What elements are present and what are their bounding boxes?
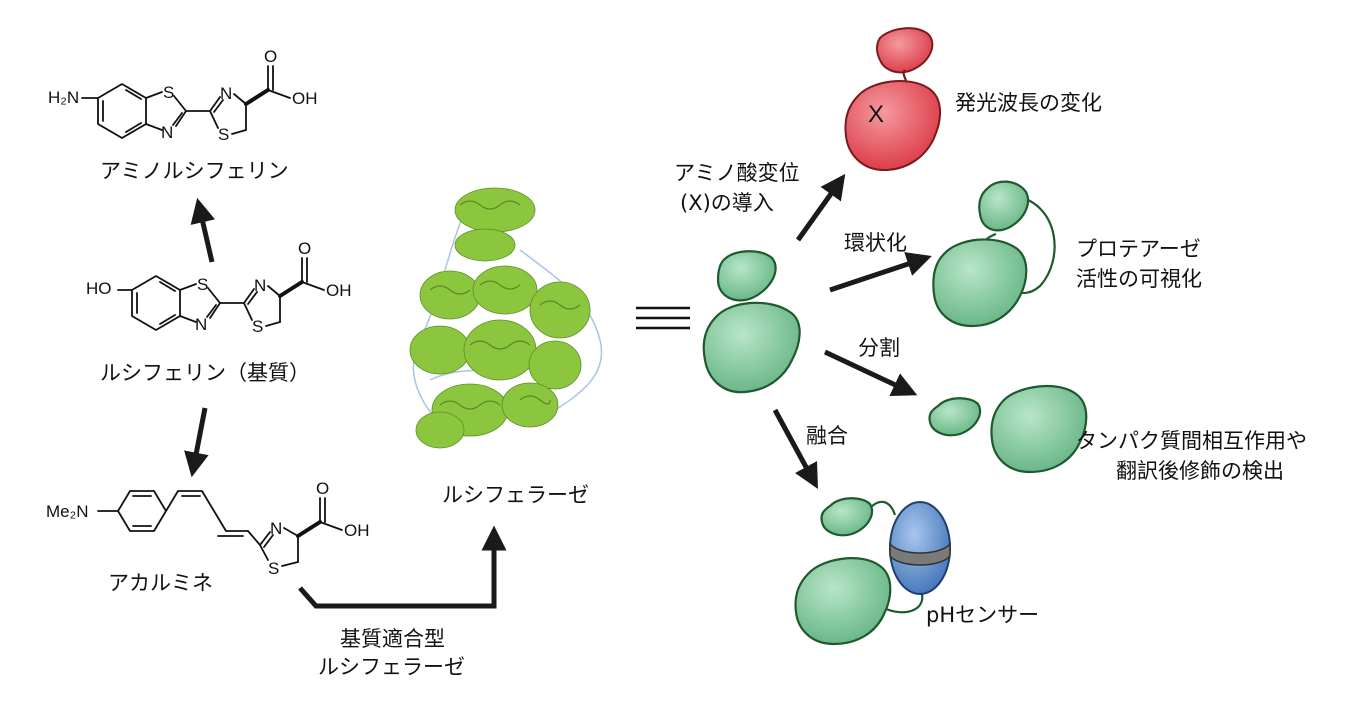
atom-h2n: H₂N: [48, 88, 79, 107]
arrow-fusion: [772, 408, 818, 489]
atom-o: O: [298, 239, 311, 258]
ppi-label-2: 翻訳後修飾の検出: [1116, 459, 1284, 483]
aminoluciferin-label: アミノルシフェリン: [100, 159, 289, 183]
atom-s: S: [218, 125, 229, 144]
mutation-label-1: アミノ酸変位: [674, 161, 800, 185]
atom-me2n: Me₂N: [46, 502, 89, 521]
atom-n: N: [254, 276, 266, 295]
central-luciferase-protein: [702, 250, 801, 394]
akalumine-structure: Me₂N N S O OH: [46, 479, 370, 578]
arrow-to-luciferase: [298, 525, 507, 609]
arrow-to-aminoluciferin: [190, 197, 215, 263]
atom-s: S: [163, 83, 174, 102]
ph-sensor-label: pHセンサー: [926, 603, 1039, 627]
atom-o: O: [264, 47, 277, 66]
atom-n: N: [220, 84, 232, 103]
atom-s: S: [197, 275, 208, 294]
arrow-split: [823, 349, 918, 397]
mutant-protein-red: X: [844, 27, 941, 172]
cyclization-label: 環状化: [844, 231, 907, 255]
wavelength-label: 発光波長の変化: [955, 91, 1102, 115]
arrow-mutation: [795, 173, 846, 242]
atom-oh: OH: [292, 89, 318, 108]
atom-n: N: [161, 123, 173, 142]
mutation-x-mark: X: [868, 101, 884, 128]
cyclized-protein: [932, 180, 1056, 328]
substrate-luciferase-label-1: 基質適合型: [340, 627, 445, 651]
equivalence-symbol: [636, 306, 690, 330]
ph-sensor-fusion: [794, 497, 951, 646]
atom-n: N: [195, 315, 207, 334]
substrate-luciferase-label-2: ルシフェラーゼ: [318, 655, 465, 679]
atom-oh: OH: [344, 521, 370, 540]
split-protein: [928, 384, 1088, 474]
arrow-to-akalumine: [184, 407, 209, 478]
atom-n: N: [270, 519, 282, 538]
aminoluciferin-structure: H₂N S N N S O OH: [48, 47, 318, 144]
atom-oh: OH: [326, 281, 352, 300]
arrow-cyclization: [829, 252, 932, 293]
luciferase-label: ルシフェラーゼ: [442, 483, 589, 507]
atom-s: S: [252, 317, 263, 336]
atom-ho: HO: [86, 279, 112, 298]
fusion-label: 融合: [806, 424, 848, 448]
mutation-label-2: (X)の導入: [680, 191, 774, 215]
atom-o: O: [316, 479, 329, 498]
protease-label-2: 活性の可視化: [1076, 267, 1202, 291]
luciferin-structure: HO S N N S O OH: [86, 239, 352, 336]
luciferase-ribbon-model: [409, 187, 603, 449]
atom-s: S: [268, 559, 279, 578]
protease-label-1: プロテアーゼ: [1076, 237, 1201, 261]
akalumine-label: アカルミネ: [108, 571, 213, 595]
ppi-label-1: タンパク質間相互作用や: [1076, 429, 1307, 453]
split-label: 分割: [858, 336, 900, 360]
luciferin-label: ルシフェリン（基質）: [100, 361, 310, 385]
